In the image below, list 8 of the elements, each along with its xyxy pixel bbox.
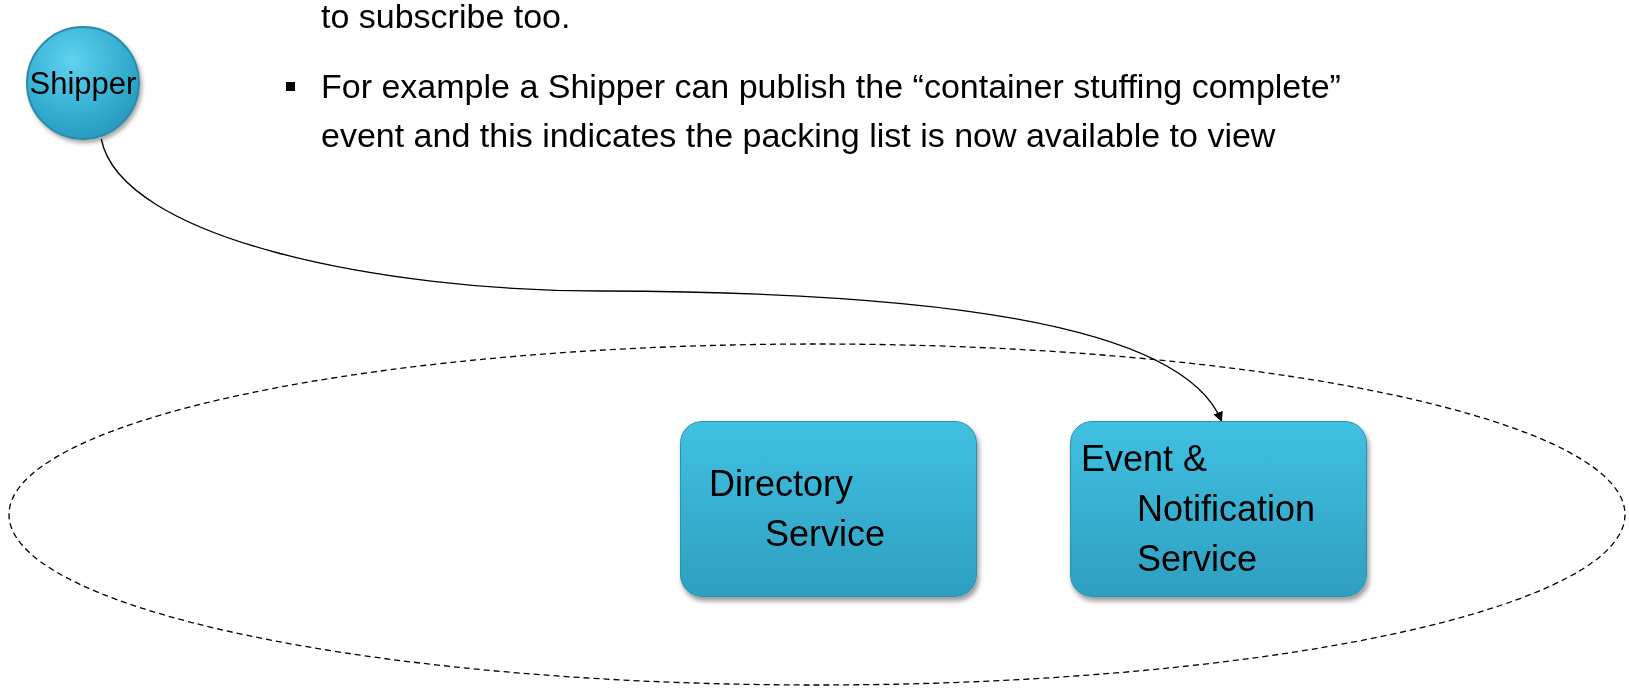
node-label: Shipper: [29, 67, 137, 99]
process-box: [680, 421, 977, 597]
arrow: [100, 138, 1223, 422]
text-line: to subscribe too.: [321, 0, 571, 37]
box-label: Directory Service: [709, 462, 887, 556]
process-box: [1070, 421, 1367, 597]
bullet-text: For example a Shipper can publish the “container stuffing complete” event and this indicates the packing list is now available to view: [321, 66, 1342, 156]
box-label: Event & Notification Service: [1081, 437, 1317, 581]
